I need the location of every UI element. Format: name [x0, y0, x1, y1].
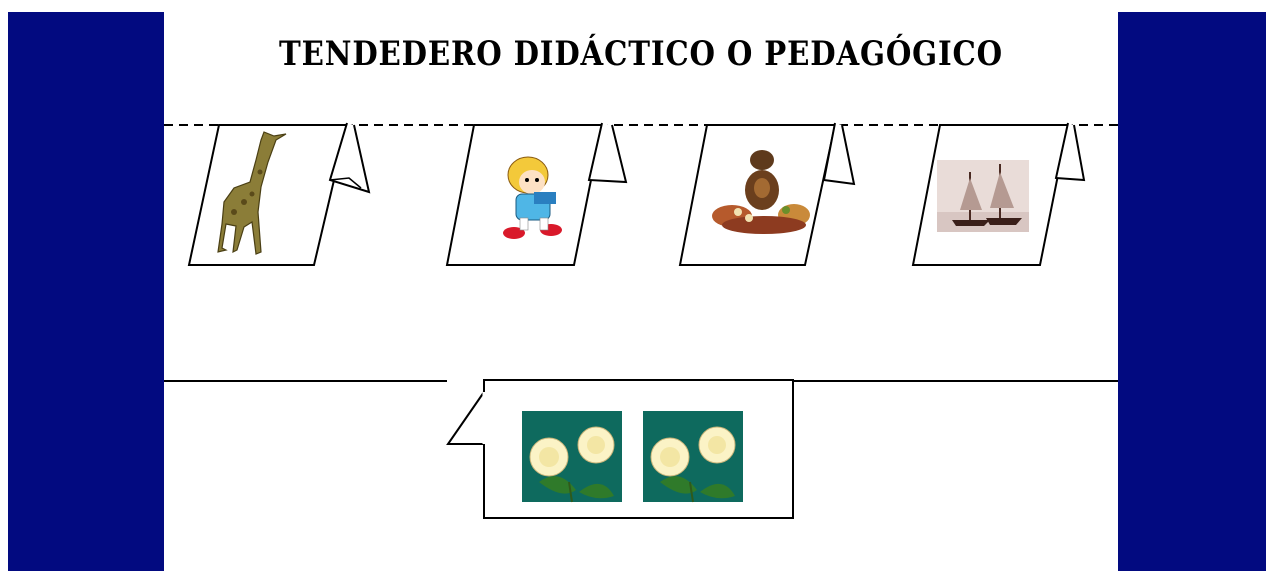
clothesline-scene — [164, 122, 1118, 519]
hanging-card-ships[interactable] — [911, 122, 1086, 266]
white-roses-icon — [643, 411, 743, 503]
sailing-ships-icon — [937, 160, 1029, 232]
answer-card[interactable] — [446, 379, 794, 519]
white-roses-icon — [522, 411, 622, 503]
slide-title: TENDEDERO DIDÁCTICO O PEDAGÓGICO — [278, 34, 1004, 74]
right-blue-panel — [1118, 12, 1266, 571]
left-blue-panel — [8, 12, 164, 571]
hanging-card-child[interactable] — [445, 122, 628, 266]
cartoon-child-icon — [503, 156, 562, 239]
giraffe-icon — [217, 131, 287, 255]
slide-canvas: TENDEDERO DIDÁCTICO O PEDAGÓGICO — [164, 12, 1118, 571]
food-basket-icon — [712, 150, 810, 234]
hanging-card-giraffe[interactable] — [187, 122, 371, 266]
hanging-card-food[interactable] — [678, 122, 856, 266]
